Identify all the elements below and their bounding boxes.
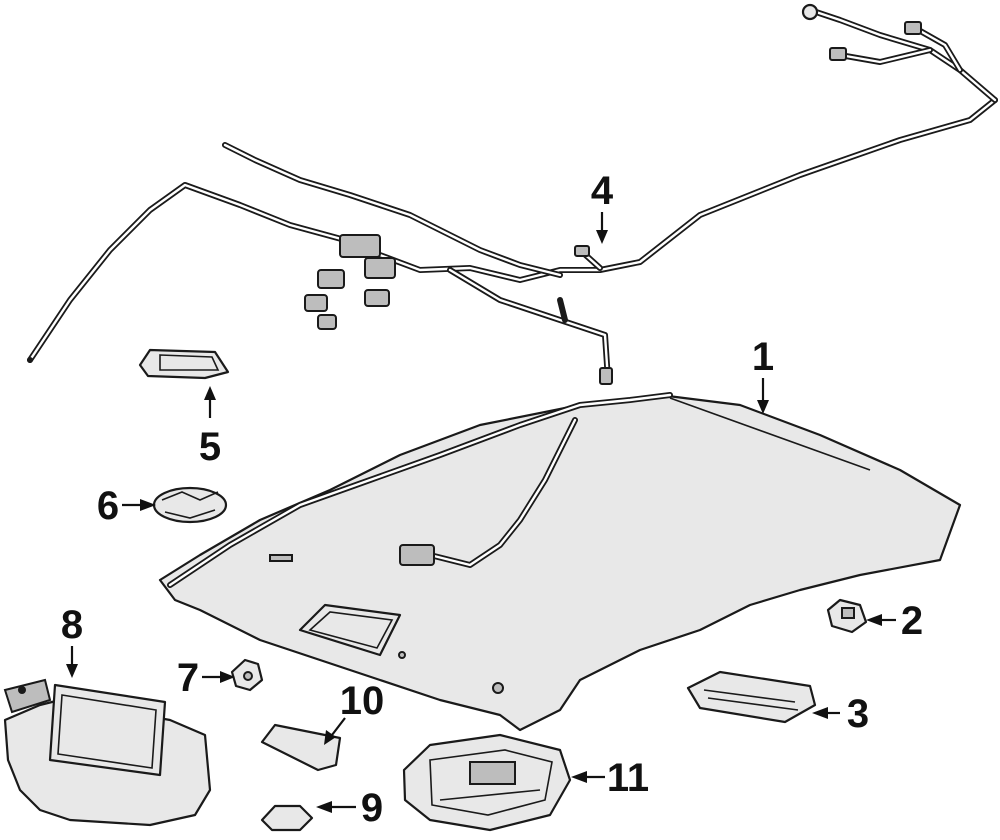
callout-8: 8	[61, 603, 83, 647]
callout-6: 6	[97, 484, 119, 528]
leader-10	[331, 717, 346, 736]
arrowhead-10	[324, 730, 336, 745]
part-3-reading-lamp	[686, 670, 817, 724]
leader-lines	[66, 212, 896, 813]
part-2-clip	[826, 598, 868, 634]
part-10-lens	[260, 723, 342, 772]
arrowhead-8	[66, 664, 78, 678]
callout-7: 7	[177, 656, 199, 700]
arrowhead-1	[757, 400, 769, 414]
callout-5: 5	[199, 425, 221, 469]
arrowhead-11	[571, 771, 587, 783]
callout-labels: 1 2 3 4 5 6 7 8 9 10 11	[61, 169, 923, 830]
arrowhead-5	[204, 386, 216, 400]
part-6-oval-trim	[152, 486, 228, 524]
arrowhead-6	[140, 499, 156, 511]
arrowhead-2	[866, 614, 882, 626]
callout-11: 11	[607, 756, 649, 800]
callout-9: 9	[361, 786, 383, 830]
callout-1: 1	[752, 335, 774, 379]
part-7-clip	[230, 658, 264, 692]
part-11-overhead-console	[402, 733, 572, 832]
part-5-lamp-bezel	[138, 348, 230, 380]
headliner-panel	[158, 392, 962, 732]
arrowhead-9	[316, 801, 332, 813]
arrowhead-3	[812, 707, 828, 719]
part-9-cap	[260, 804, 314, 832]
wiring-harness	[27, 3, 998, 385]
callout-10: 10	[340, 679, 385, 723]
part-8-sun-visor	[3, 678, 212, 827]
callout-2: 2	[901, 599, 923, 643]
callout-3: 3	[847, 692, 869, 736]
arrowhead-7	[220, 671, 235, 683]
arrowhead-4	[596, 230, 608, 244]
callout-4: 4	[591, 169, 614, 213]
